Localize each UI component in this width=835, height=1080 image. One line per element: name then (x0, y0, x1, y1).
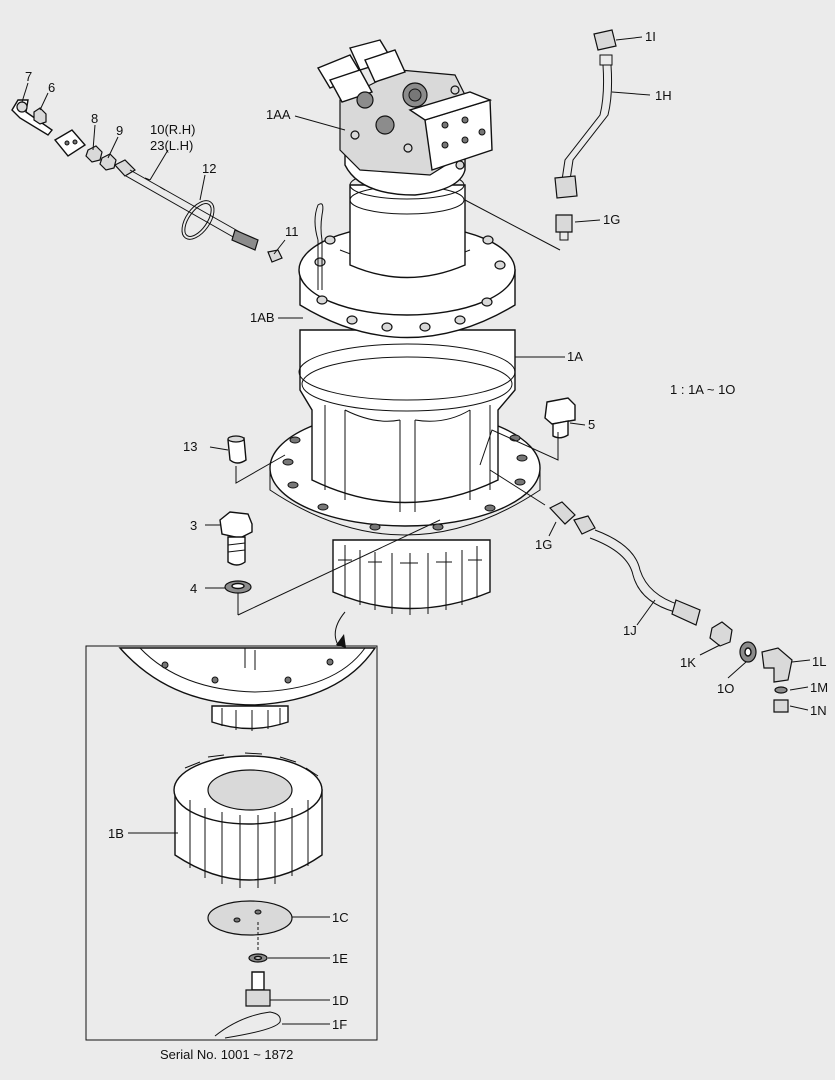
part-10-hose (114, 159, 259, 251)
callout-1K: 1K (680, 655, 696, 670)
callout-1J: 1J (623, 623, 637, 638)
part-1G-fitting-bottom (549, 501, 596, 535)
callout-1H: 1H (655, 88, 672, 103)
left-parts (11, 99, 283, 263)
part-1G-fitting-top (555, 214, 573, 233)
inset-frame (85, 645, 378, 1041)
callout-6: 6 (48, 80, 55, 95)
part-13-plug (227, 435, 247, 464)
part-11-fitting (267, 249, 283, 263)
pinion-gear (332, 539, 491, 615)
callout-1F: 1F (332, 1017, 347, 1032)
callout-1G-top: 1G (603, 212, 620, 227)
part-5-bolt (544, 397, 576, 439)
callout-1AB: 1AB (250, 310, 275, 325)
callout-7: 7 (25, 69, 32, 84)
right-parts (544, 397, 793, 713)
motor-neck (349, 170, 466, 279)
callout-1I: 1I (645, 29, 656, 44)
part-1K-nut (709, 621, 733, 647)
part-8-fitting (85, 145, 103, 163)
part-4-washer (224, 580, 252, 594)
part-1H-pipe (561, 64, 613, 181)
part-1N-plug (773, 699, 789, 713)
part-1M-oring (774, 686, 788, 694)
reduction-gear-housing (298, 329, 516, 512)
part-1O-washer (739, 641, 757, 663)
callout-1AA: 1AA (266, 107, 291, 122)
callout-1O: 1O (717, 681, 734, 696)
callout-1A: 1A (567, 349, 583, 364)
note-range: 1 : 1A ~ 1O (670, 382, 735, 397)
callout-13: 13 (183, 439, 197, 454)
level-gauge (314, 203, 324, 290)
detail-inset (85, 611, 378, 1041)
callout-1M: 1M (810, 680, 828, 695)
left-lower-parts (219, 435, 253, 594)
callout-1G-bottom: 1G (535, 537, 552, 552)
part-1E-washer (248, 953, 268, 963)
callout-8: 8 (91, 111, 98, 126)
part-1C-plate (207, 900, 293, 950)
callout-9: 9 (116, 123, 123, 138)
part-1B-gear (173, 752, 323, 888)
part-1F-loop (214, 1011, 281, 1039)
callout-1E: 1E (332, 951, 348, 966)
callout-23: 23(L.H) (150, 138, 193, 153)
callout-1N: 1N (810, 703, 827, 718)
callout-11: 11 (285, 224, 299, 239)
callout-labels: 7 6 8 9 10(R.H) 23(L.H) 12 11 1AA 1AB 1A… (25, 29, 828, 1062)
part-1J-hose (589, 529, 701, 626)
callout-1D: 1D (332, 993, 349, 1008)
motor-head (316, 39, 493, 196)
part-12-band (181, 200, 215, 240)
drain-pipe-assembly (554, 29, 617, 241)
part-1D-bolt (245, 971, 271, 1007)
part-plate (53, 129, 87, 157)
callout-1B: 1B (108, 826, 124, 841)
callout-10: 10(R.H) (150, 122, 196, 137)
part-3-bolt (219, 511, 253, 566)
leader-lines (21, 36, 811, 1025)
callout-3: 3 (190, 518, 197, 533)
part-1I-cap (593, 29, 617, 51)
part-1L-elbow (761, 647, 793, 683)
callout-12: 12 (202, 161, 216, 176)
callout-1C: 1C (332, 910, 349, 925)
callout-1L: 1L (812, 654, 826, 669)
serial-number-caption: Serial No. 1001 ~ 1872 (160, 1047, 293, 1062)
swing-motor-assembly (269, 39, 541, 615)
part-9-fitting (99, 153, 117, 171)
callout-5: 5 (588, 417, 595, 432)
callout-4: 4 (190, 581, 197, 596)
part-6-nut (33, 107, 47, 125)
